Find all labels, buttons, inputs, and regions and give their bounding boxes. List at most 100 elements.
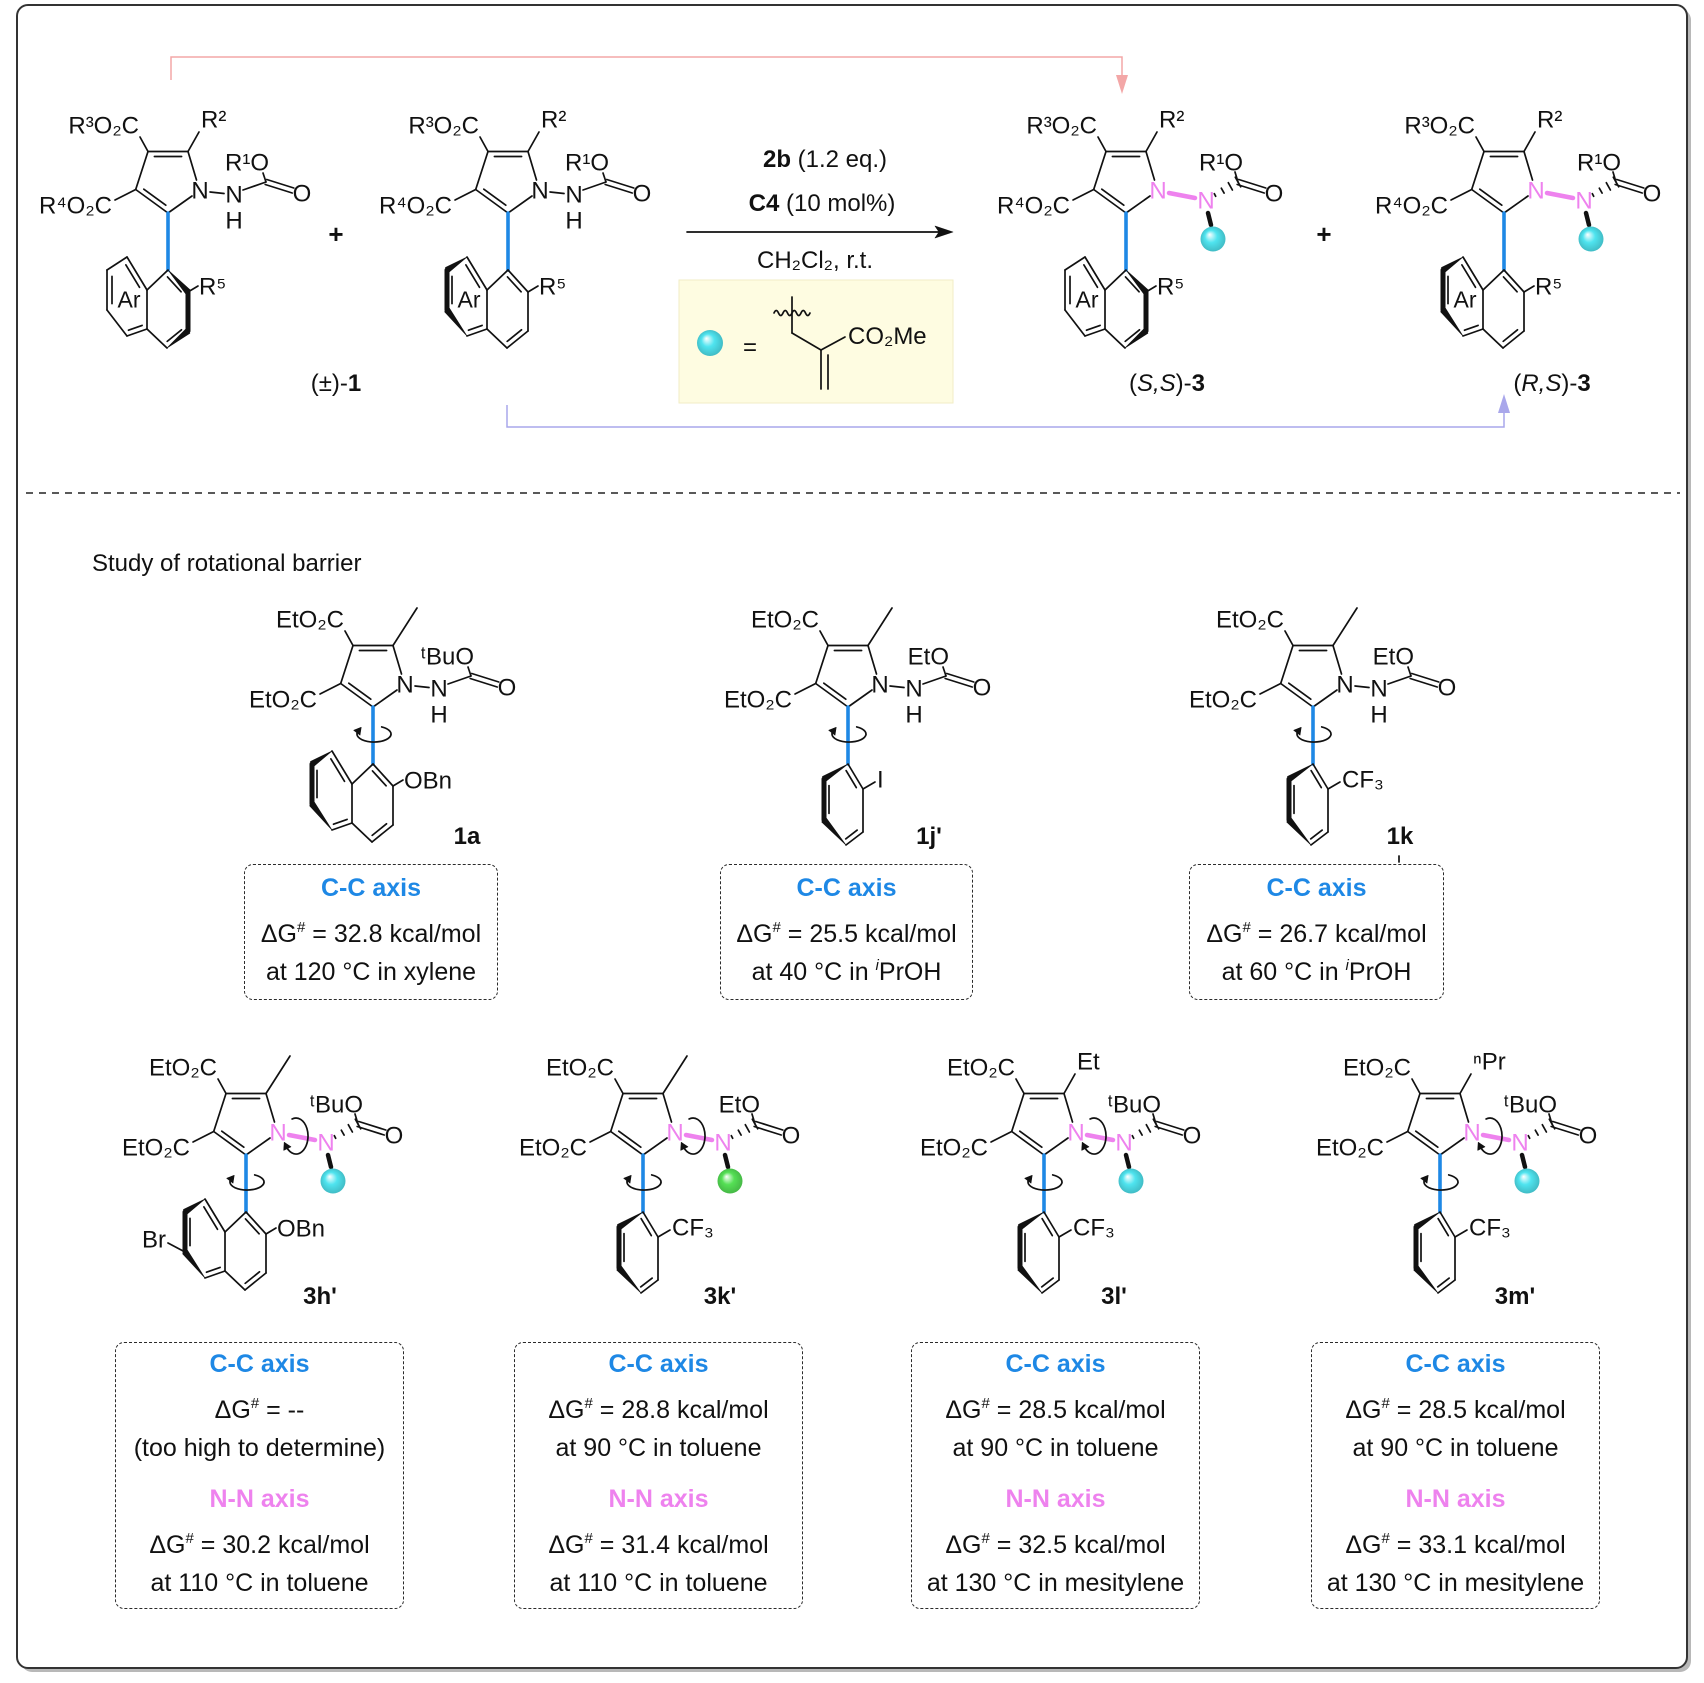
single-bond <box>339 682 374 708</box>
ester-bottom-label: R⁴O₂C <box>997 193 1070 220</box>
condition-text: at 130 °C in mesitylene <box>926 1569 1185 1597</box>
single-bond <box>474 150 489 191</box>
condition-text: at 110 °C in toluene <box>150 1569 369 1597</box>
ester-bond <box>819 630 829 647</box>
reactant-label: (±)-1 <box>311 370 362 397</box>
double-bond-line <box>1436 1277 1451 1288</box>
single-bond <box>1406 1130 1441 1156</box>
aryl-substituent-label: OBn <box>404 768 452 795</box>
section-title: Study of rotational barrier <box>92 550 361 577</box>
aryl-substituent-label: OBn <box>277 1216 325 1243</box>
single-bond <box>1145 150 1156 181</box>
rotation-arrow-arc <box>831 726 867 743</box>
rotation-arrowhead-icon <box>226 1175 235 1184</box>
single-bond <box>754 1120 784 1131</box>
single-bond <box>506 330 529 349</box>
axis-title: C-C axis <box>608 1350 709 1378</box>
hash-line <box>1227 181 1234 191</box>
carbonyl-double-bond <box>1550 1120 1581 1136</box>
single-bond <box>244 1272 267 1291</box>
single-bond <box>212 1130 247 1156</box>
carbonyl-oxygen-label: O <box>1643 181 1662 208</box>
double-bond-line <box>1287 682 1312 701</box>
carbonyl-double-bond <box>604 178 635 194</box>
plus-sign: + <box>1316 219 1331 249</box>
condition-text: at 130 °C in mesitylene <box>1326 1569 1585 1597</box>
carbonyl-double-bond <box>356 1120 387 1136</box>
carbonyl-double-bond <box>1409 672 1440 688</box>
aryl-substituent-bond <box>1058 1229 1072 1238</box>
single-bond <box>1312 689 1338 708</box>
reagent-compound-id: 2b <box>763 146 791 173</box>
ester-bond <box>1386 1130 1409 1143</box>
ester-top-label: R³O₂C <box>1026 113 1097 140</box>
double-bond-line <box>205 1266 221 1274</box>
bold-wedge-bond <box>309 801 333 831</box>
label-open: ( <box>1513 370 1521 397</box>
free-energy-barrier: ΔG# = 28.8 kcal/mol <box>515 1391 802 1429</box>
ester-bond <box>344 630 354 647</box>
label-open: ( <box>1129 370 1137 397</box>
free-energy-barrier: ΔG# = 31.4 kcal/mol <box>515 1526 802 1564</box>
n-n-axis-bond <box>1544 190 1576 201</box>
measurement-condition: at 110 °C in toluene <box>116 1564 403 1602</box>
n-n-bond <box>209 191 225 195</box>
single-bond <box>1010 1130 1045 1156</box>
single-bond <box>642 1137 668 1156</box>
ester-top-label: EtO₂C <box>546 1055 614 1082</box>
delta-g-superscript: # <box>981 1395 990 1412</box>
hydrazine-nitrogen-label: N <box>905 676 922 703</box>
double-bond-line <box>465 264 481 289</box>
ester-top-label: R³O₂C <box>1404 113 1475 140</box>
single-bond <box>1279 682 1314 708</box>
c-c-rotation-arrow <box>1293 726 1332 743</box>
c-o-bond <box>602 172 607 183</box>
barrier-value: = 28.5 kcal/mol <box>1389 1396 1566 1424</box>
reagent-amount: (1.2 eq.) <box>791 146 887 173</box>
hash-line <box>333 1134 337 1140</box>
c-c-rotation-arrow <box>226 1174 265 1191</box>
free-energy-barrier: ΔG# = 30.2 kcal/mol <box>116 1526 403 1564</box>
cyan-sphere-icon <box>320 1168 346 1194</box>
single-bond <box>212 1092 227 1133</box>
delta-g-symbol: ΔG <box>945 1531 982 1559</box>
ester-bond <box>319 682 342 695</box>
single-bond <box>1041 1279 1060 1294</box>
reagent-line-2: C4 (10 mol%) <box>749 190 896 217</box>
c-o-bond <box>467 666 472 677</box>
bold-wedge-bond <box>1440 307 1464 337</box>
compound-id: 1j' <box>916 823 942 850</box>
compound-id: 3k' <box>704 1283 736 1310</box>
barrier-value: = 26.7 kcal/mol <box>1250 920 1427 948</box>
ester-bond <box>1072 188 1095 201</box>
barrier-box-1k: C-C axis ΔG# = 26.7 kcal/mol at 60 °C in… <box>1189 864 1444 1000</box>
rotation-arrowhead-icon <box>1293 726 1302 736</box>
carbonyl-oxygen-label: O <box>1265 181 1284 208</box>
single-bond <box>1332 644 1343 675</box>
barrier-value: = 32.8 kcal/mol <box>305 920 482 948</box>
rotation-arrow-arc <box>626 1174 662 1191</box>
c2-substituent-label: R² <box>1159 107 1184 134</box>
single-bond <box>204 1270 226 1279</box>
aryl-substituent-bond <box>657 1229 671 1238</box>
plus-sign: + <box>328 219 343 249</box>
axis-title: C-C axis <box>320 874 422 902</box>
double-bond-line <box>1478 188 1503 207</box>
c-o-bond <box>1152 1113 1157 1125</box>
condition-text: (too high to determine) <box>133 1434 386 1462</box>
alkoxy-label: ᵗBuO <box>1108 1092 1161 1119</box>
c-o-bond <box>751 1113 756 1125</box>
double-bond-line <box>1463 324 1479 332</box>
bold-wedge-bond <box>1413 1265 1439 1294</box>
carbonyl-double-bond <box>264 178 295 194</box>
n-substituent-bond <box>1583 210 1592 228</box>
pyrrole-ring <box>134 150 198 214</box>
cyan-sphere-icon <box>1578 226 1604 252</box>
double-bond-line <box>244 1218 260 1235</box>
ester-bond <box>114 188 137 201</box>
pyrrole-nitrogen-label: N <box>531 178 548 205</box>
figure-frame <box>16 4 1688 1669</box>
double-bond-line <box>1437 1217 1450 1237</box>
single-bond <box>640 1279 659 1294</box>
